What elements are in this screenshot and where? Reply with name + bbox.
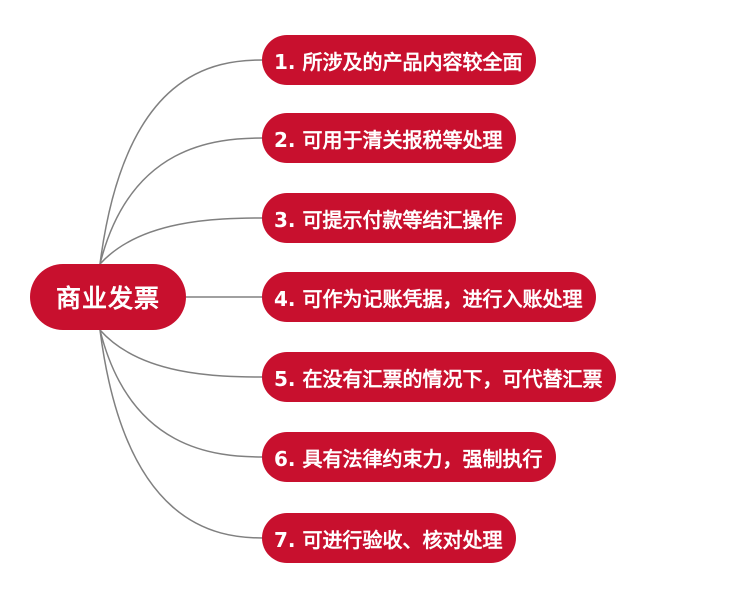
branch-node-6: 6. 具有法律约束力，强制执行	[262, 432, 557, 482]
branch-node-label: 7. 可进行验收、核对处理	[274, 527, 503, 552]
root-node: 商业发票	[30, 264, 186, 330]
branch-node-1: 1. 所涉及的产品内容较全面	[262, 35, 537, 85]
connector-branch-1	[99, 59, 264, 265]
branch-node-label: 6. 具有法律约束力，强制执行	[274, 446, 543, 471]
branch-node-label: 5. 在没有汇票的情况下，可代替汇票	[274, 366, 603, 391]
connector-branch-6	[99, 329, 264, 458]
branch-node-2: 2. 可用于清关报税等处理	[262, 113, 517, 163]
branch-node-4: 4. 可作为记账凭据，进行入账处理	[262, 272, 597, 322]
connector-branch-7	[99, 329, 264, 539]
branch-node-label: 1. 所涉及的产品内容较全面	[274, 49, 523, 74]
branch-node-7: 7. 可进行验收、核对处理	[262, 513, 517, 563]
branch-node-label: 4. 可作为记账凭据，进行入账处理	[274, 286, 583, 311]
branch-node-label: 3. 可提示付款等结汇操作	[274, 207, 503, 232]
branch-node-5: 5. 在没有汇票的情况下，可代替汇票	[262, 352, 617, 402]
branch-node-3: 3. 可提示付款等结汇操作	[262, 193, 517, 243]
root-node-label: 商业发票	[55, 284, 160, 313]
branch-node-label: 2. 可用于清关报税等处理	[274, 127, 503, 152]
connector-branch-3	[99, 217, 264, 265]
connector-branch-5	[99, 329, 264, 378]
connector-branch-2	[99, 137, 264, 265]
